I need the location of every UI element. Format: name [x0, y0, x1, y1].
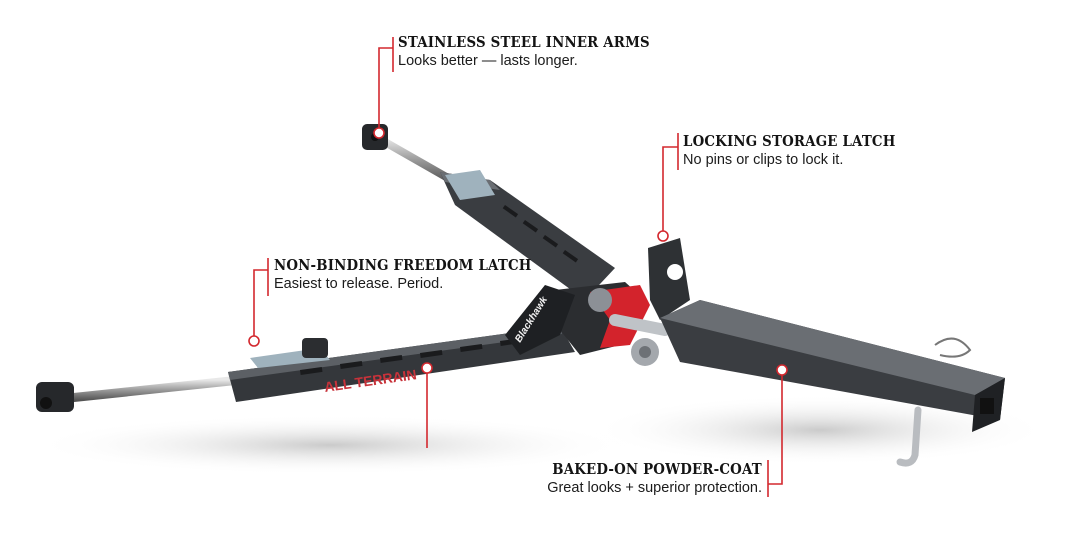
- right-arm: [660, 300, 1005, 467]
- callout-subtitle: Looks better — lasts longer.: [398, 53, 578, 69]
- hitch-pin: [896, 406, 922, 467]
- shadow: [30, 415, 630, 475]
- callout-title: LOCKING STORAGE LATCH: [683, 133, 896, 150]
- shadow: [590, 395, 1050, 465]
- callout-non-binding-freedom-latch: NON-BINDING FREEDOM LATCH Easiest to rel…: [274, 256, 554, 294]
- callout-title: BAKED-ON POWDER-COAT: [552, 461, 762, 478]
- storage-latch: [648, 238, 690, 320]
- callout-stainless-steel-inner-arms: STAINLESS STEEL INNER ARMS Looks better …: [398, 33, 672, 71]
- brand-panel: [505, 285, 575, 355]
- callout-lines: [248, 37, 788, 497]
- callout-title: STAINLESS STEEL INNER ARMS: [398, 34, 650, 51]
- callout-subtitle: No pins or clips to lock it.: [683, 152, 844, 168]
- callout-baked-on-powder-coat: BAKED-ON POWDER-COAT Great looks + super…: [534, 460, 762, 498]
- left-arm: ALL TERRAIN: [36, 326, 575, 412]
- callout-title: NON-BINDING FREEDOM LATCH: [274, 257, 532, 274]
- callout-subtitle: Great looks + superior protection.: [547, 480, 762, 496]
- center-hub: Blackhawk: [505, 238, 690, 366]
- callout-subtitle: Easiest to release. Period.: [274, 276, 444, 292]
- callout-locking-storage-latch: LOCKING STORAGE LATCH No pins or clips t…: [683, 132, 914, 170]
- left-clevis: [36, 382, 74, 412]
